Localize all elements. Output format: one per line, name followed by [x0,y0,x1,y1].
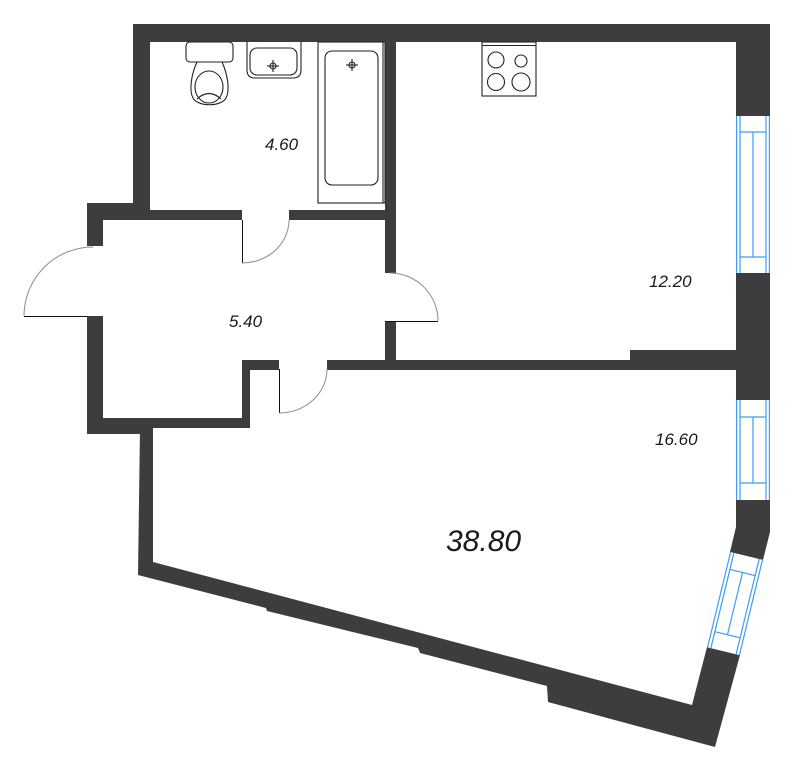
wall-kitchen-left-lower [385,321,396,370]
wall-right-middle [736,273,770,400]
living-room-corner-window-icon [706,552,764,656]
sink-icon [246,42,302,79]
wall-top [133,24,770,42]
wall-kitchen-bottom [327,360,770,370]
wall-hallway-top-right [289,210,396,220]
entrance-door-icon [23,246,94,317]
wall-hallway-left-upper [87,203,103,246]
bathtub-icon [317,41,386,204]
living-room-area-label: 16.60 [655,430,698,449]
total-area-label: 38.80 [446,525,521,558]
living-room-window-icon [735,400,771,500]
bathroom-door-icon [241,219,290,264]
wall-hallway-bottom [87,418,250,428]
wall-living-bottom [138,428,740,747]
wall-right-upper [736,24,770,116]
kitchen-area-label: 12.20 [649,272,692,291]
stove-icon [481,41,537,97]
wall-hallway-living-top [242,360,279,370]
toilet-icon [185,41,234,106]
walls [87,24,770,747]
wall-bathroom-left [133,24,150,220]
kitchen-door-icon [385,272,439,322]
wall-hallway-living-divider [242,360,250,428]
wall-hallway-bottom-corner [87,418,153,434]
bathroom-area-label: 4.60 [265,135,299,154]
kitchen-window-icon [735,116,771,273]
wall-kitchen-step [630,350,736,370]
hallway-area-label: 5.40 [229,312,263,331]
wall-right-lower [730,500,770,560]
wall-kitchen-left-upper [385,24,396,273]
wall-hallway-left-lower [87,316,103,434]
wall-bathroom-bottom [87,210,242,220]
living-room-door-icon [278,368,328,414]
